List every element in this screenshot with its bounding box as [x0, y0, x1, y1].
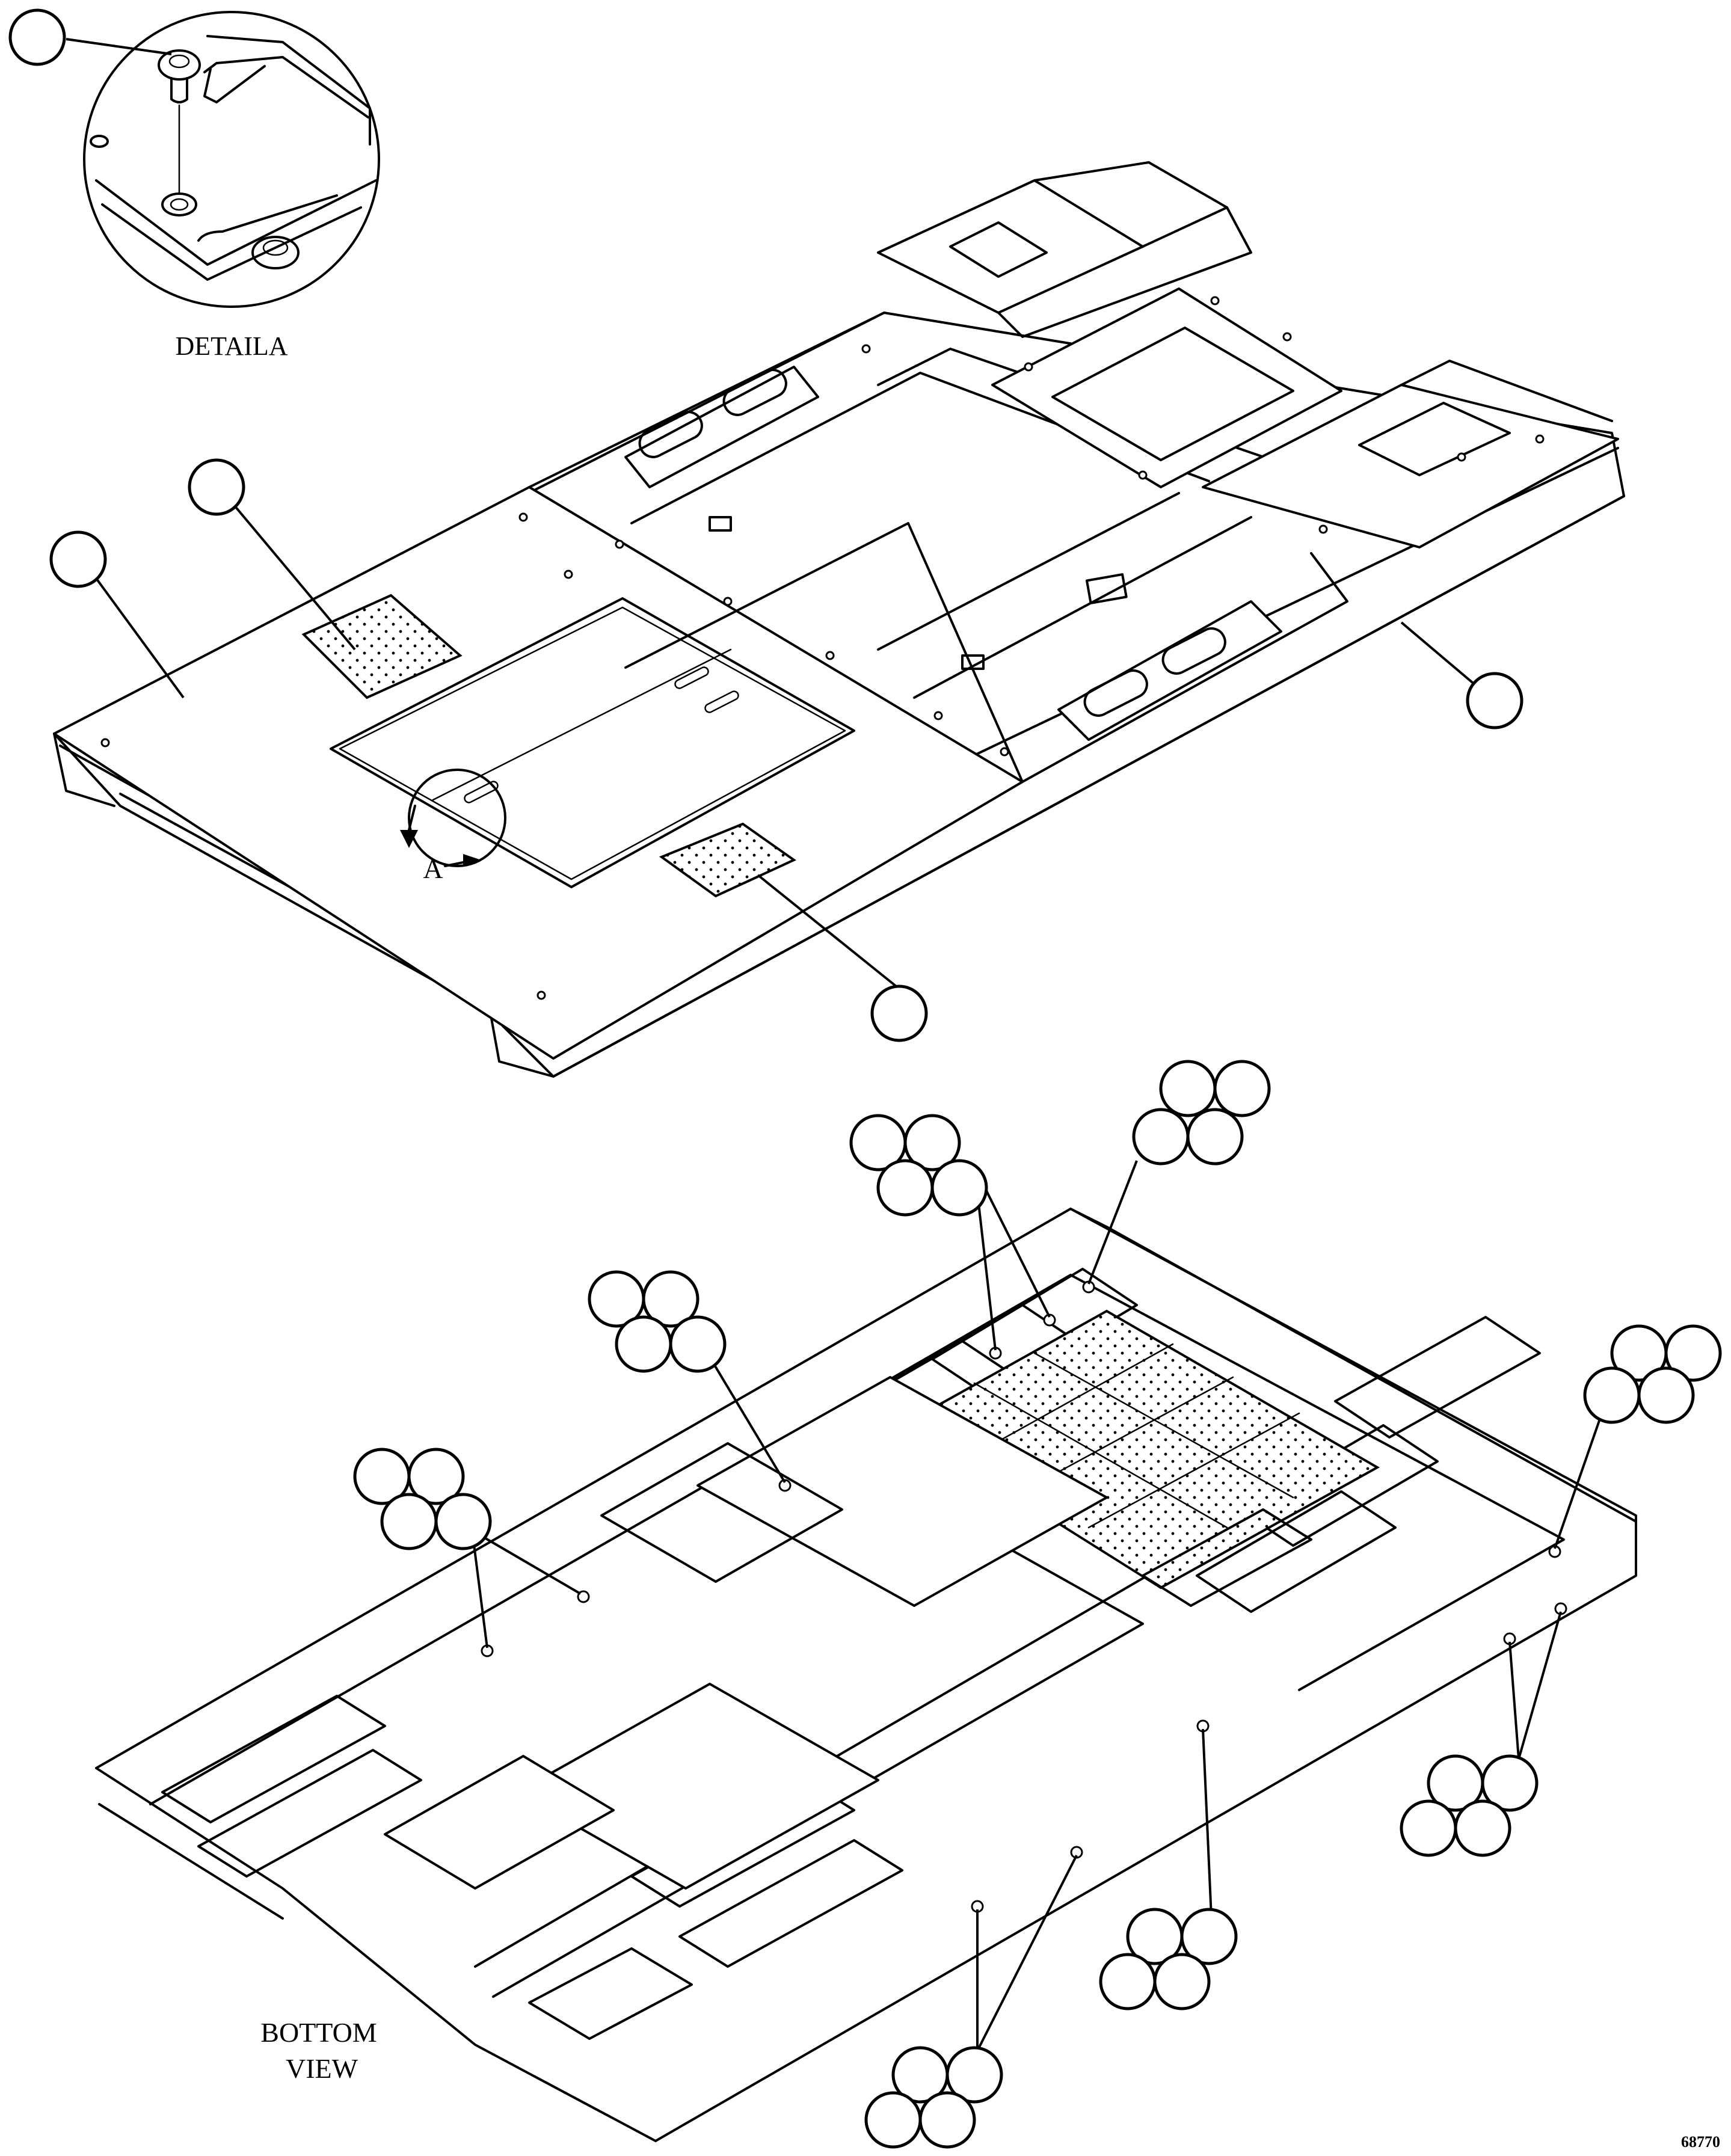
callout-group-g — [1099, 1728, 1238, 2010]
callout-bubble — [903, 1114, 961, 1172]
rear-mount-plate — [877, 179, 1144, 314]
perforated-plate-center — [659, 822, 796, 898]
callout-bubble — [1454, 1799, 1511, 1857]
side-rail-left — [624, 366, 819, 488]
perforated-plate-left — [301, 594, 463, 699]
top-assembly-view: A — [49, 161, 1625, 1078]
callout-bubble — [870, 984, 928, 1042]
callout-group-b — [1087, 1060, 1271, 1285]
callout-bubble — [669, 1315, 727, 1373]
access-hatch — [330, 597, 855, 888]
callout-bubble — [1400, 1799, 1457, 1857]
callout-bubble — [1180, 1908, 1238, 1965]
callout-bubble — [1132, 1108, 1190, 1166]
callout-bubble — [930, 1159, 988, 1217]
callout-group-a — [849, 1114, 1051, 1351]
callout-bubble — [49, 530, 107, 588]
callout-bubble — [945, 2046, 1003, 2104]
bottom-plate-left — [516, 1683, 879, 1890]
bottom-frame — [95, 1208, 1637, 2142]
callout-bubble — [1583, 1366, 1641, 1424]
callout-bubble — [1159, 1060, 1217, 1117]
detail-a-view: DETAILA — [8, 8, 380, 361]
perforated-grid-panel — [900, 1309, 1380, 1589]
callout-group-h — [864, 1855, 1078, 2149]
callout-bubble — [1481, 1754, 1539, 1812]
callout-bubble — [1153, 1953, 1211, 2010]
callout-bubble — [1466, 672, 1523, 729]
bottom-view-label-line2: VIEW — [286, 2053, 358, 2084]
rear-right-plate — [1202, 384, 1619, 548]
callout-bubble — [1664, 1324, 1722, 1382]
callout-bubble — [1213, 1060, 1271, 1117]
detail-a-marker — [408, 769, 506, 867]
bottom-view-label-line1: BOTTOM — [260, 2017, 377, 2048]
callout-group-c — [588, 1270, 786, 1484]
callout-bubble — [1637, 1366, 1695, 1424]
callout-bubble — [407, 1448, 465, 1505]
callout-bubble — [1099, 1953, 1157, 2010]
callout-bubble — [615, 1315, 672, 1373]
callout-bubble — [1186, 1108, 1244, 1166]
callout-bubble — [8, 8, 66, 66]
bottom-plate-far-left — [384, 1755, 615, 1890]
callout-bubble — [380, 1493, 438, 1550]
bottom-access-cover — [528, 1947, 693, 2040]
bottom-plate-center — [696, 1376, 1108, 1607]
callout-bubble — [188, 458, 245, 516]
callout-bubble — [876, 1159, 934, 1217]
callout-group-d — [353, 1448, 582, 1648]
drawing-number: 68770 — [1681, 2133, 1720, 2151]
bottom-fasteners — [481, 1280, 1567, 1913]
callout-group-f — [1400, 1611, 1562, 1857]
callout-group-e — [1554, 1324, 1722, 1549]
callout-bubble — [864, 2091, 922, 2149]
section-marker-label: A — [423, 853, 443, 884]
fastener-holes — [100, 296, 1545, 1000]
callout-bubble — [434, 1493, 492, 1550]
detail-a-leader — [66, 38, 172, 55]
rear-tray — [991, 287, 1342, 488]
callout-bubble — [642, 1270, 699, 1328]
bottom-view: BOTTOM VIEW — [95, 1060, 1722, 2149]
detail-a-contents — [90, 35, 377, 281]
callout-bubble — [918, 2091, 976, 2149]
detail-a-label: DETAILA — [175, 331, 287, 361]
detail-a-boundary — [83, 11, 380, 308]
